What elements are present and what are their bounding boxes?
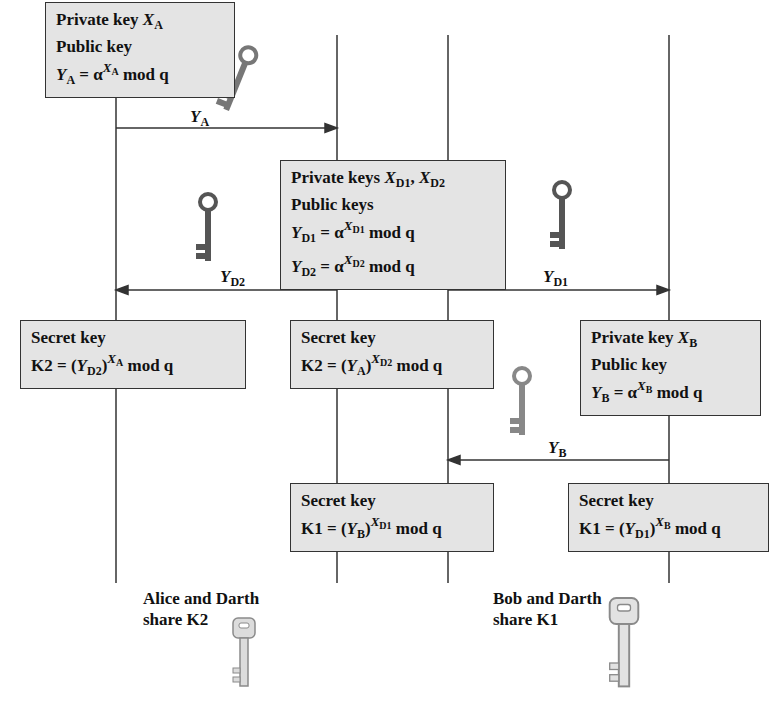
subscript: A bbox=[116, 357, 123, 368]
box-heading: Private key XB bbox=[591, 327, 750, 354]
subscript: A bbox=[111, 66, 118, 77]
arrowhead bbox=[325, 124, 337, 133]
subscript: B bbox=[689, 336, 697, 350]
message-label: YB bbox=[548, 437, 566, 464]
subscript: A bbox=[66, 73, 75, 87]
box-text: K2 = (YD2)XA mod q bbox=[31, 348, 235, 382]
variable: Y bbox=[77, 356, 87, 375]
variable: X bbox=[143, 10, 154, 29]
subscript: B bbox=[646, 384, 653, 395]
subscript: D2 bbox=[380, 357, 392, 368]
subscript: D1 bbox=[635, 527, 650, 541]
variable: Y bbox=[625, 519, 635, 538]
subscript: B bbox=[601, 391, 609, 405]
box-text: YA = αXA mod q bbox=[56, 57, 224, 91]
superscript: XB bbox=[655, 514, 670, 529]
variable: X bbox=[344, 252, 353, 267]
shared-key-icon bbox=[233, 618, 255, 686]
variable: X bbox=[344, 218, 353, 233]
subscript: D2 bbox=[352, 258, 364, 269]
box-heading: Secret key bbox=[31, 327, 235, 348]
box-heading: Private keys XD1, XD2 bbox=[291, 167, 495, 194]
variable: Y bbox=[591, 383, 601, 402]
subscript: D1 bbox=[396, 176, 411, 190]
message-label: YA bbox=[190, 106, 209, 133]
subscript: D2 bbox=[87, 364, 102, 378]
superscript: XD1 bbox=[371, 514, 392, 529]
key-box: Secret keyK2 = (YD2)XA mod q bbox=[20, 320, 246, 389]
subscript: B bbox=[357, 527, 365, 541]
variable: Y bbox=[220, 267, 230, 286]
key-box: Private key XAPublic keyYA = αXA mod q bbox=[45, 2, 235, 98]
key-box: Secret keyK1 = (YB)XD1 mod q bbox=[290, 483, 494, 552]
box-text: K2 = (YA)XD2 mod q bbox=[301, 348, 483, 382]
variable: X bbox=[103, 60, 112, 75]
message-arrow bbox=[116, 127, 328, 129]
subscript: D1 bbox=[352, 224, 364, 235]
superscript: XD2 bbox=[371, 351, 392, 366]
variable: Y bbox=[190, 107, 200, 126]
box-text: Public key bbox=[591, 354, 750, 375]
subscript: D1 bbox=[553, 275, 568, 289]
key-box: Private keys XD1, XD2Public keysYD1 = αX… bbox=[280, 160, 506, 290]
box-heading: Secret key bbox=[579, 490, 758, 511]
subscript: D1 bbox=[301, 231, 316, 245]
superscript: XA bbox=[107, 351, 123, 366]
variable: X bbox=[371, 351, 380, 366]
variable: Y bbox=[543, 267, 553, 286]
box-text: YB = αXB mod q bbox=[591, 375, 750, 409]
box-text: K1 = (YB)XD1 mod q bbox=[301, 511, 483, 545]
variable: Y bbox=[291, 223, 301, 242]
subscript: D2 bbox=[301, 265, 316, 279]
superscript: XD1 bbox=[344, 218, 365, 233]
superscript: XA bbox=[103, 60, 119, 75]
subscript: A bbox=[357, 364, 366, 378]
variable: Y bbox=[56, 65, 66, 84]
variable: X bbox=[637, 378, 646, 393]
box-heading: Secret key bbox=[301, 327, 483, 348]
key-box: Secret keyK1 = (YD1)XB mod q bbox=[568, 483, 769, 552]
variable: X bbox=[107, 351, 116, 366]
message-label: YD1 bbox=[543, 266, 568, 293]
superscript: XB bbox=[637, 378, 652, 393]
variable: X bbox=[655, 514, 664, 529]
key-box: Private key XBPublic keyYB = αXB mod q bbox=[580, 320, 761, 416]
subscript: A bbox=[200, 115, 209, 129]
box-text: YD2 = αXD2 mod q bbox=[291, 249, 495, 283]
subscript: B bbox=[558, 446, 566, 460]
superscript: XD2 bbox=[344, 252, 365, 267]
shared-key-note: Bob and Darth share K1 bbox=[493, 588, 643, 630]
key-icon bbox=[550, 182, 570, 249]
subscript: D1 bbox=[379, 520, 391, 531]
box-heading: Secret key bbox=[301, 490, 483, 511]
subscript: B bbox=[664, 520, 671, 531]
variable: Y bbox=[291, 257, 301, 276]
box-heading: Private key XA bbox=[56, 9, 224, 36]
key-icon bbox=[510, 368, 530, 435]
key-icon bbox=[196, 194, 216, 261]
variable: X bbox=[678, 328, 689, 347]
box-text: Public keys bbox=[291, 194, 495, 215]
arrowhead bbox=[657, 286, 669, 295]
variable: Y bbox=[347, 356, 357, 375]
subscript: D2 bbox=[230, 275, 245, 289]
variable: X bbox=[384, 168, 395, 187]
key-box: Secret keyK2 = (YA)XD2 mod q bbox=[290, 320, 494, 389]
box-text: YD1 = αXD1 mod q bbox=[291, 215, 495, 249]
variable: X bbox=[419, 168, 430, 187]
subscript: A bbox=[154, 18, 163, 32]
arrowhead bbox=[448, 456, 460, 465]
variable: Y bbox=[548, 438, 558, 457]
variable: Y bbox=[347, 519, 357, 538]
message-label: YD2 bbox=[220, 266, 245, 293]
variable: X bbox=[371, 514, 380, 529]
box-text: Public key bbox=[56, 36, 224, 57]
subscript: D2 bbox=[430, 176, 445, 190]
box-text: K1 = (YD1)XB mod q bbox=[579, 511, 758, 545]
arrowhead bbox=[116, 286, 128, 295]
shared-key-icon bbox=[610, 598, 639, 686]
shared-key-note: Alice and Darth share K2 bbox=[143, 588, 293, 630]
